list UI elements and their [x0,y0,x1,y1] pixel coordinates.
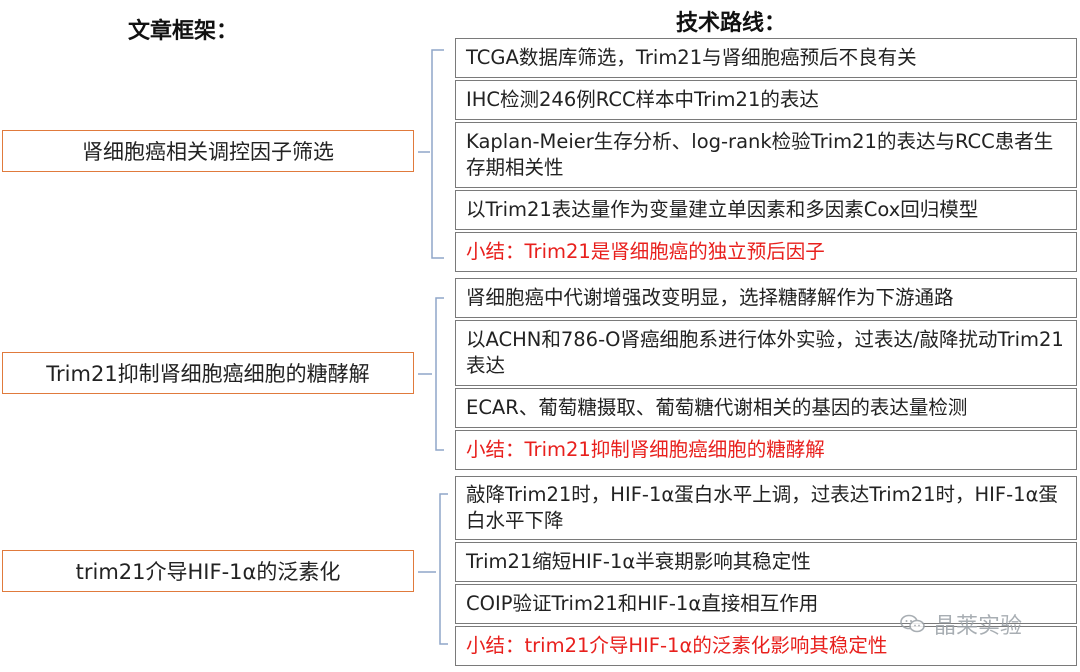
route-step-text: 以ACHN和786-O肾癌细胞系进行体外实验，过表达/敲降扰动Trim21表达 [466,328,1064,377]
route-step: 肾细胞癌中代谢增强改变明显，选择糖酵解作为下游通路 [455,278,1077,318]
route-step-text: 以Trim21表达量作为变量建立单因素和多因素Cox回归模型 [466,198,979,221]
route-summary: 小结：Trim21是肾细胞癌的独立预后因子 [455,232,1077,272]
framework-title: Trim21抑制肾细胞癌细胞的糖酵解 [46,362,370,386]
framework-box-2: Trim21抑制肾细胞癌细胞的糖酵解 [2,352,414,394]
route-summary-text: 小结：trim21介导HIF-1α的泛素化影响其稳定性 [466,634,888,657]
route-step: Kaplan-Meier生存分析、log-rank检验Trim21的表达与RCC… [455,122,1077,188]
route-step: 敲降Trim21时，HIF-1α蛋白水平上调，过表达Trim21时，HIF-1α… [455,476,1077,540]
route-step-text: TCGA数据库筛选，Trim21与肾细胞癌预后不良有关 [466,46,917,69]
route-step-text: IHC检测246例RCC样本中Trim21的表达 [466,88,819,111]
route-summary: 小结：Trim21抑制肾细胞癌细胞的糖酵解 [455,430,1077,470]
route-step: TCGA数据库筛选，Trim21与肾细胞癌预后不良有关 [455,38,1077,78]
route-summary-text: 小结：Trim21是肾细胞癌的独立预后因子 [466,240,825,263]
route-step-text: COIP验证Trim21和HIF-1α直接相互作用 [466,592,819,615]
route-step-text: 敲降Trim21时，HIF-1α蛋白水平上调，过表达Trim21时，HIF-1α… [466,483,1058,532]
route-summary-text: 小结：Trim21抑制肾细胞癌细胞的糖酵解 [466,438,825,461]
route-step: ECAR、葡萄糖摄取、葡萄糖代谢相关的基因的表达量检测 [455,388,1077,428]
bracket-group-1 [418,49,444,259]
route-step-text: ECAR、葡萄糖摄取、葡萄糖代谢相关的基因的表达量检测 [466,396,968,419]
route-summary: 小结：trim21介导HIF-1α的泛素化影响其稳定性 [455,626,1077,666]
route-step: Trim21缩短HIF-1α半衰期影响其稳定性 [455,542,1077,582]
framework-box-1: 肾细胞癌相关调控因子筛选 [2,130,414,172]
framework-box-3: trim21介导HIF-1α的泛素化 [2,550,414,592]
route-step-text: Kaplan-Meier生存分析、log-rank检验Trim21的表达与RCC… [466,130,1054,179]
wechat-icon [900,614,926,634]
watermark: 晶莱实验 [900,608,1022,640]
watermark-text: 晶莱实验 [934,614,1023,639]
route-step-text: 肾细胞癌中代谢增强改变明显，选择糖酵解作为下游通路 [466,286,954,309]
route-step: 以ACHN和786-O肾癌细胞系进行体外实验，过表达/敲降扰动Trim21表达 [455,320,1077,386]
bracket-group-2 [418,297,444,451]
framework-title: 肾细胞癌相关调控因子筛选 [82,140,334,164]
route-heading: 技术路线： [676,11,787,36]
route-step: COIP验证Trim21和HIF-1α直接相互作用 [455,584,1077,624]
route-step: 以Trim21表达量作为变量建立单因素和多因素Cox回归模型 [455,190,1077,230]
route-step: IHC检测246例RCC样本中Trim21的表达 [455,80,1077,120]
framework-heading: 文章框架： [128,19,239,44]
route-step-text: Trim21缩短HIF-1α半衰期影响其稳定性 [466,550,811,573]
framework-title: trim21介导HIF-1α的泛素化 [75,560,341,584]
bracket-group-3 [418,493,448,645]
